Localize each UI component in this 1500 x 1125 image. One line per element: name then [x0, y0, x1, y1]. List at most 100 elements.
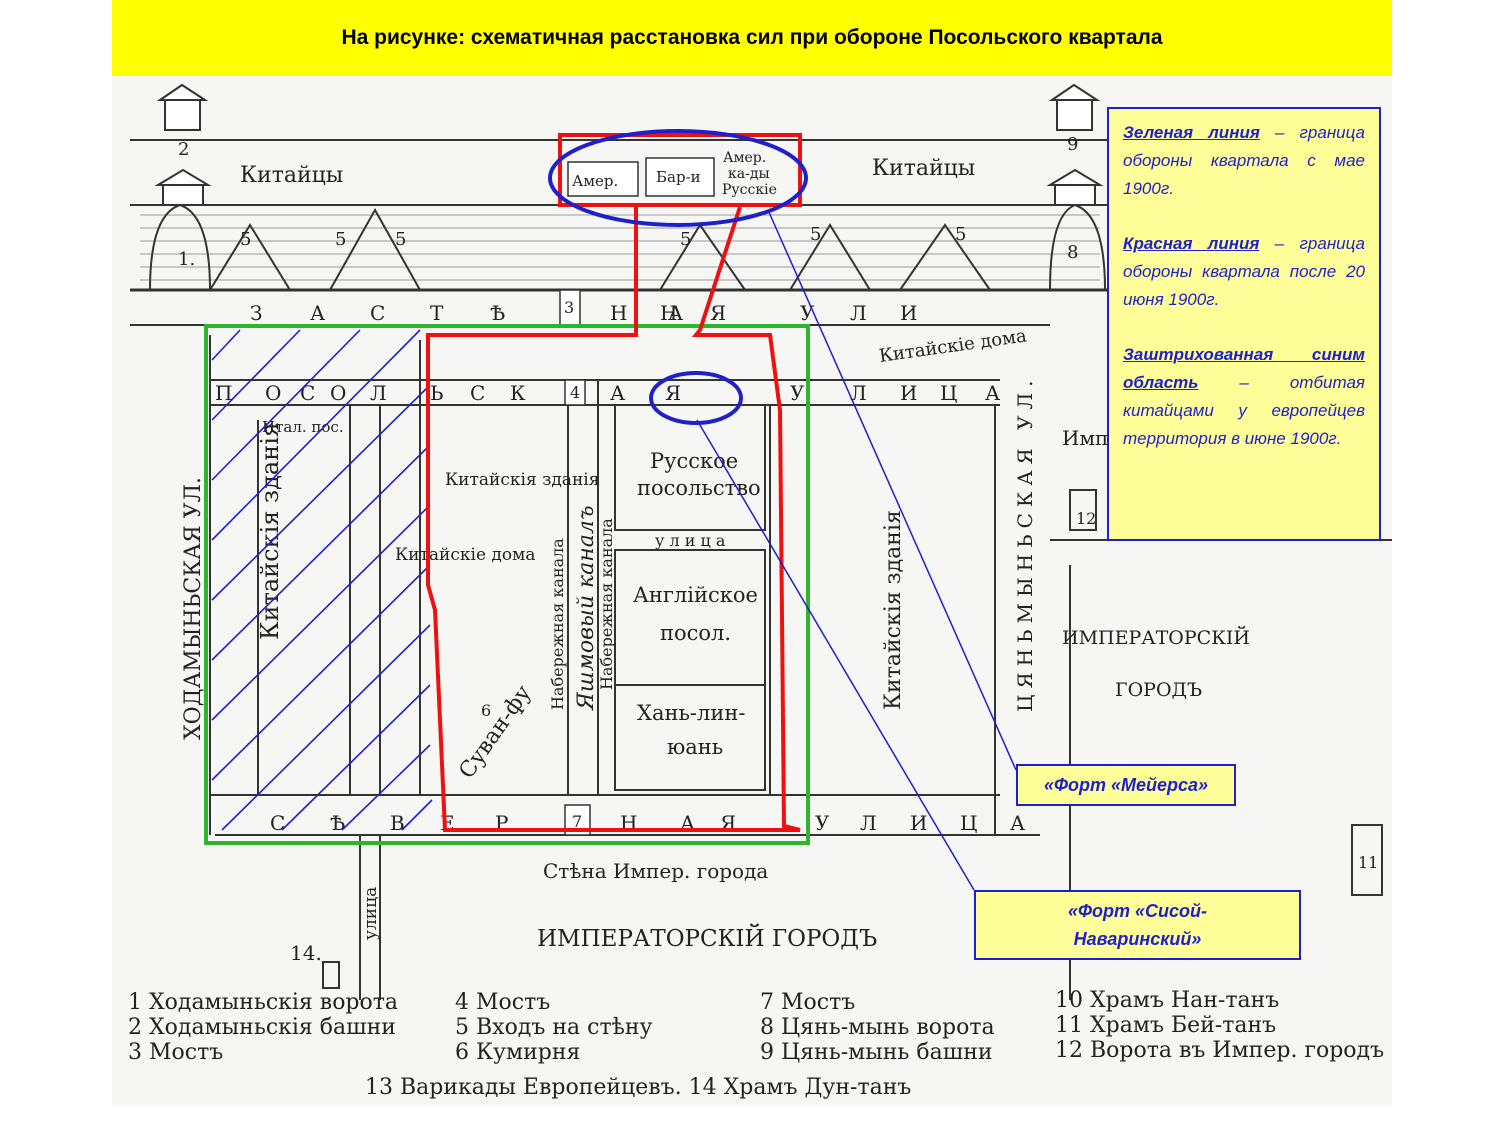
key-item: 12 Ворота въ Импер. городъ: [1055, 1038, 1385, 1063]
hanlin-line2: юань: [667, 735, 723, 759]
legend-red-text: – граница обороны квартала после 20 июня…: [1123, 234, 1366, 309]
fort-meyers-text: «Форт «Мейерса»: [1043, 774, 1209, 795]
svg-text:2: 2: [178, 139, 189, 160]
map-key-col2: 4 Мостъ 5 Входъ на стѣну 6 Кумирня: [455, 990, 652, 1065]
key-item: 3 Мостъ: [128, 1040, 224, 1065]
chinese-houses-mid-label: Китайскіе дома: [395, 545, 535, 565]
svg-text:5: 5: [810, 224, 821, 245]
page-title: На рисунке: схематичная расстановка сил …: [341, 26, 1163, 49]
legend-box: Зеленая линия – граница обороны квартала…: [1107, 107, 1381, 541]
chinese-buildings-left-label: Китайскія зданія: [256, 422, 284, 640]
wall-barricades: [567, 157, 715, 197]
svg-text:9: 9: [1067, 134, 1078, 155]
svg-text:Н: Н: [610, 301, 627, 325]
tsyanmyn-street-label: ЦЯНЬМЫНЬСКАЯ УЛ.: [1013, 374, 1037, 712]
svg-text:4: 4: [570, 383, 580, 402]
svg-text:А: А: [310, 301, 325, 325]
barri-label: Бар-и: [656, 168, 701, 186]
key-item: 6 Кумирня: [455, 1040, 581, 1065]
svg-text:3: 3: [564, 298, 574, 317]
svg-text:С: С: [300, 381, 315, 405]
fort-sisoi-label: «Форт «Сисой- Наваринский»: [974, 890, 1301, 960]
key-item: 9 Цянь-мынь башни: [760, 1040, 993, 1065]
map-key-col3: 7 Мостъ 8 Цянь-мынь ворота 9 Цянь-мынь б…: [760, 990, 995, 1065]
ital-pos-label: Итал. пос.: [262, 418, 344, 436]
key-item: 8 Цянь-мынь ворота: [760, 1015, 995, 1040]
legend-green: Зеленая линия – граница обороны квартала…: [1123, 119, 1365, 203]
svg-text:У: У: [800, 301, 815, 325]
svg-text:Л: Л: [850, 301, 867, 325]
imperial-city-bottom-label: ИМПЕРАТОРСКІЙ ГОРОДЪ: [537, 924, 877, 952]
english-embassy-line2: посол.: [660, 621, 731, 645]
imp-partial-label: Имп: [1062, 426, 1108, 450]
svg-text:6: 6: [481, 701, 491, 720]
svg-text:Н: Н: [660, 301, 677, 325]
legend-hatch: Заштрихованная синим область – отбитая к…: [1123, 341, 1365, 453]
legend-hatch-label: Заштрихованная синим область: [1123, 345, 1365, 392]
svg-text:5: 5: [955, 224, 966, 245]
svg-text:Ц: Ц: [940, 381, 957, 405]
hanlin-line1: Хань-лин-: [637, 701, 745, 725]
amer-bar-label: Амер.: [723, 150, 766, 166]
imperial-city-right-line1: ИМПЕРАТОРСКІЙ: [1062, 626, 1250, 649]
svg-text:1.: 1.: [178, 249, 195, 270]
key-item: 2 Ходамыньскія башни: [128, 1015, 396, 1040]
suvan-fu-label: Суван-фу: [454, 681, 536, 783]
svg-text:З: З: [250, 301, 262, 325]
bar-dy-label: ка-ды: [728, 166, 770, 182]
svg-text:5: 5: [240, 229, 251, 250]
chinese-houses-label: Китайскіе дома: [878, 325, 1028, 367]
russkie-label: Русскіе: [722, 182, 777, 198]
fort-sisoi-line1: «Форт «Сисой-: [1067, 901, 1208, 921]
svg-text:Л: Л: [850, 381, 867, 405]
chinese-buildings-right-label: Китайскія зданія: [881, 510, 906, 710]
tower-left: [154, 83, 212, 206]
svg-text:Т: Т: [430, 301, 444, 325]
wall-hatching: [140, 214, 1100, 281]
svg-text:О: О: [265, 381, 281, 405]
key-item: 1 Ходамыньскія ворота: [128, 990, 399, 1015]
svg-text:Я: Я: [665, 381, 681, 405]
russian-embassy-line2: посольство: [637, 476, 761, 500]
svg-text:7: 7: [572, 812, 582, 831]
legend-green-text: – граница обороны квартала с мае 1900г.: [1123, 123, 1365, 198]
imperial-wall-label: Стѣна Импер. города: [543, 859, 768, 883]
svg-text:Л: Л: [860, 811, 877, 835]
naberezhnaya-left-label: Набережная канала: [548, 538, 567, 710]
naberezhnaya-right-label: Набережная канала: [597, 518, 616, 690]
hatched-area: [211, 329, 433, 831]
fort-markers: [548, 129, 1017, 891]
key-item: 10 Храмъ Нан-танъ: [1055, 988, 1280, 1013]
svg-text:С: С: [470, 381, 485, 405]
ulitsa-vertical-label: улица: [361, 887, 381, 940]
svg-text:О: О: [330, 381, 346, 405]
ulitsa-label: у л и ц а: [655, 531, 726, 550]
svg-text:А: А: [668, 301, 683, 325]
svg-text:12: 12: [1076, 509, 1096, 528]
number-14-label: 14.: [290, 941, 322, 965]
svg-text:8: 8: [1067, 242, 1078, 263]
legend-hatch-text: – отбитая китайцами у европейцев террито…: [1123, 373, 1365, 448]
key-item: 11 Храмъ Бей-танъ: [1055, 1013, 1277, 1038]
map-key-bottom: 13 Варикады Европейцевъ. 14 Храмъ Дун-та…: [365, 1075, 912, 1100]
map-key-col4: 10 Храмъ Нан-танъ 11 Храмъ Бей-танъ 12 В…: [1055, 988, 1384, 1063]
svg-text:И: И: [900, 381, 917, 405]
svg-text:К: К: [510, 381, 526, 405]
english-embassy-line1: Англійское: [633, 583, 758, 607]
key-item: 5 Входъ на стѣну: [455, 1015, 653, 1040]
svg-text:А: А: [1010, 811, 1025, 835]
imperial-city-right-line2: ГОРОДЪ: [1115, 679, 1202, 701]
svg-text:А: А: [610, 381, 625, 405]
fort-sisoi-line2: Наваринский»: [1073, 929, 1202, 949]
amer-label: Амер.: [572, 172, 618, 190]
chinese-right-label: Китайцы: [872, 156, 975, 181]
russian-embassy-line1: Русское: [650, 449, 738, 473]
red-boundary: [426, 133, 802, 832]
yashmovy-canal-label: Яшмовый каналъ: [574, 505, 599, 711]
svg-text:Л: Л: [370, 381, 387, 405]
title-bar: На рисунке: схематичная расстановка сил …: [112, 0, 1392, 76]
svg-text:В: В: [390, 811, 405, 835]
